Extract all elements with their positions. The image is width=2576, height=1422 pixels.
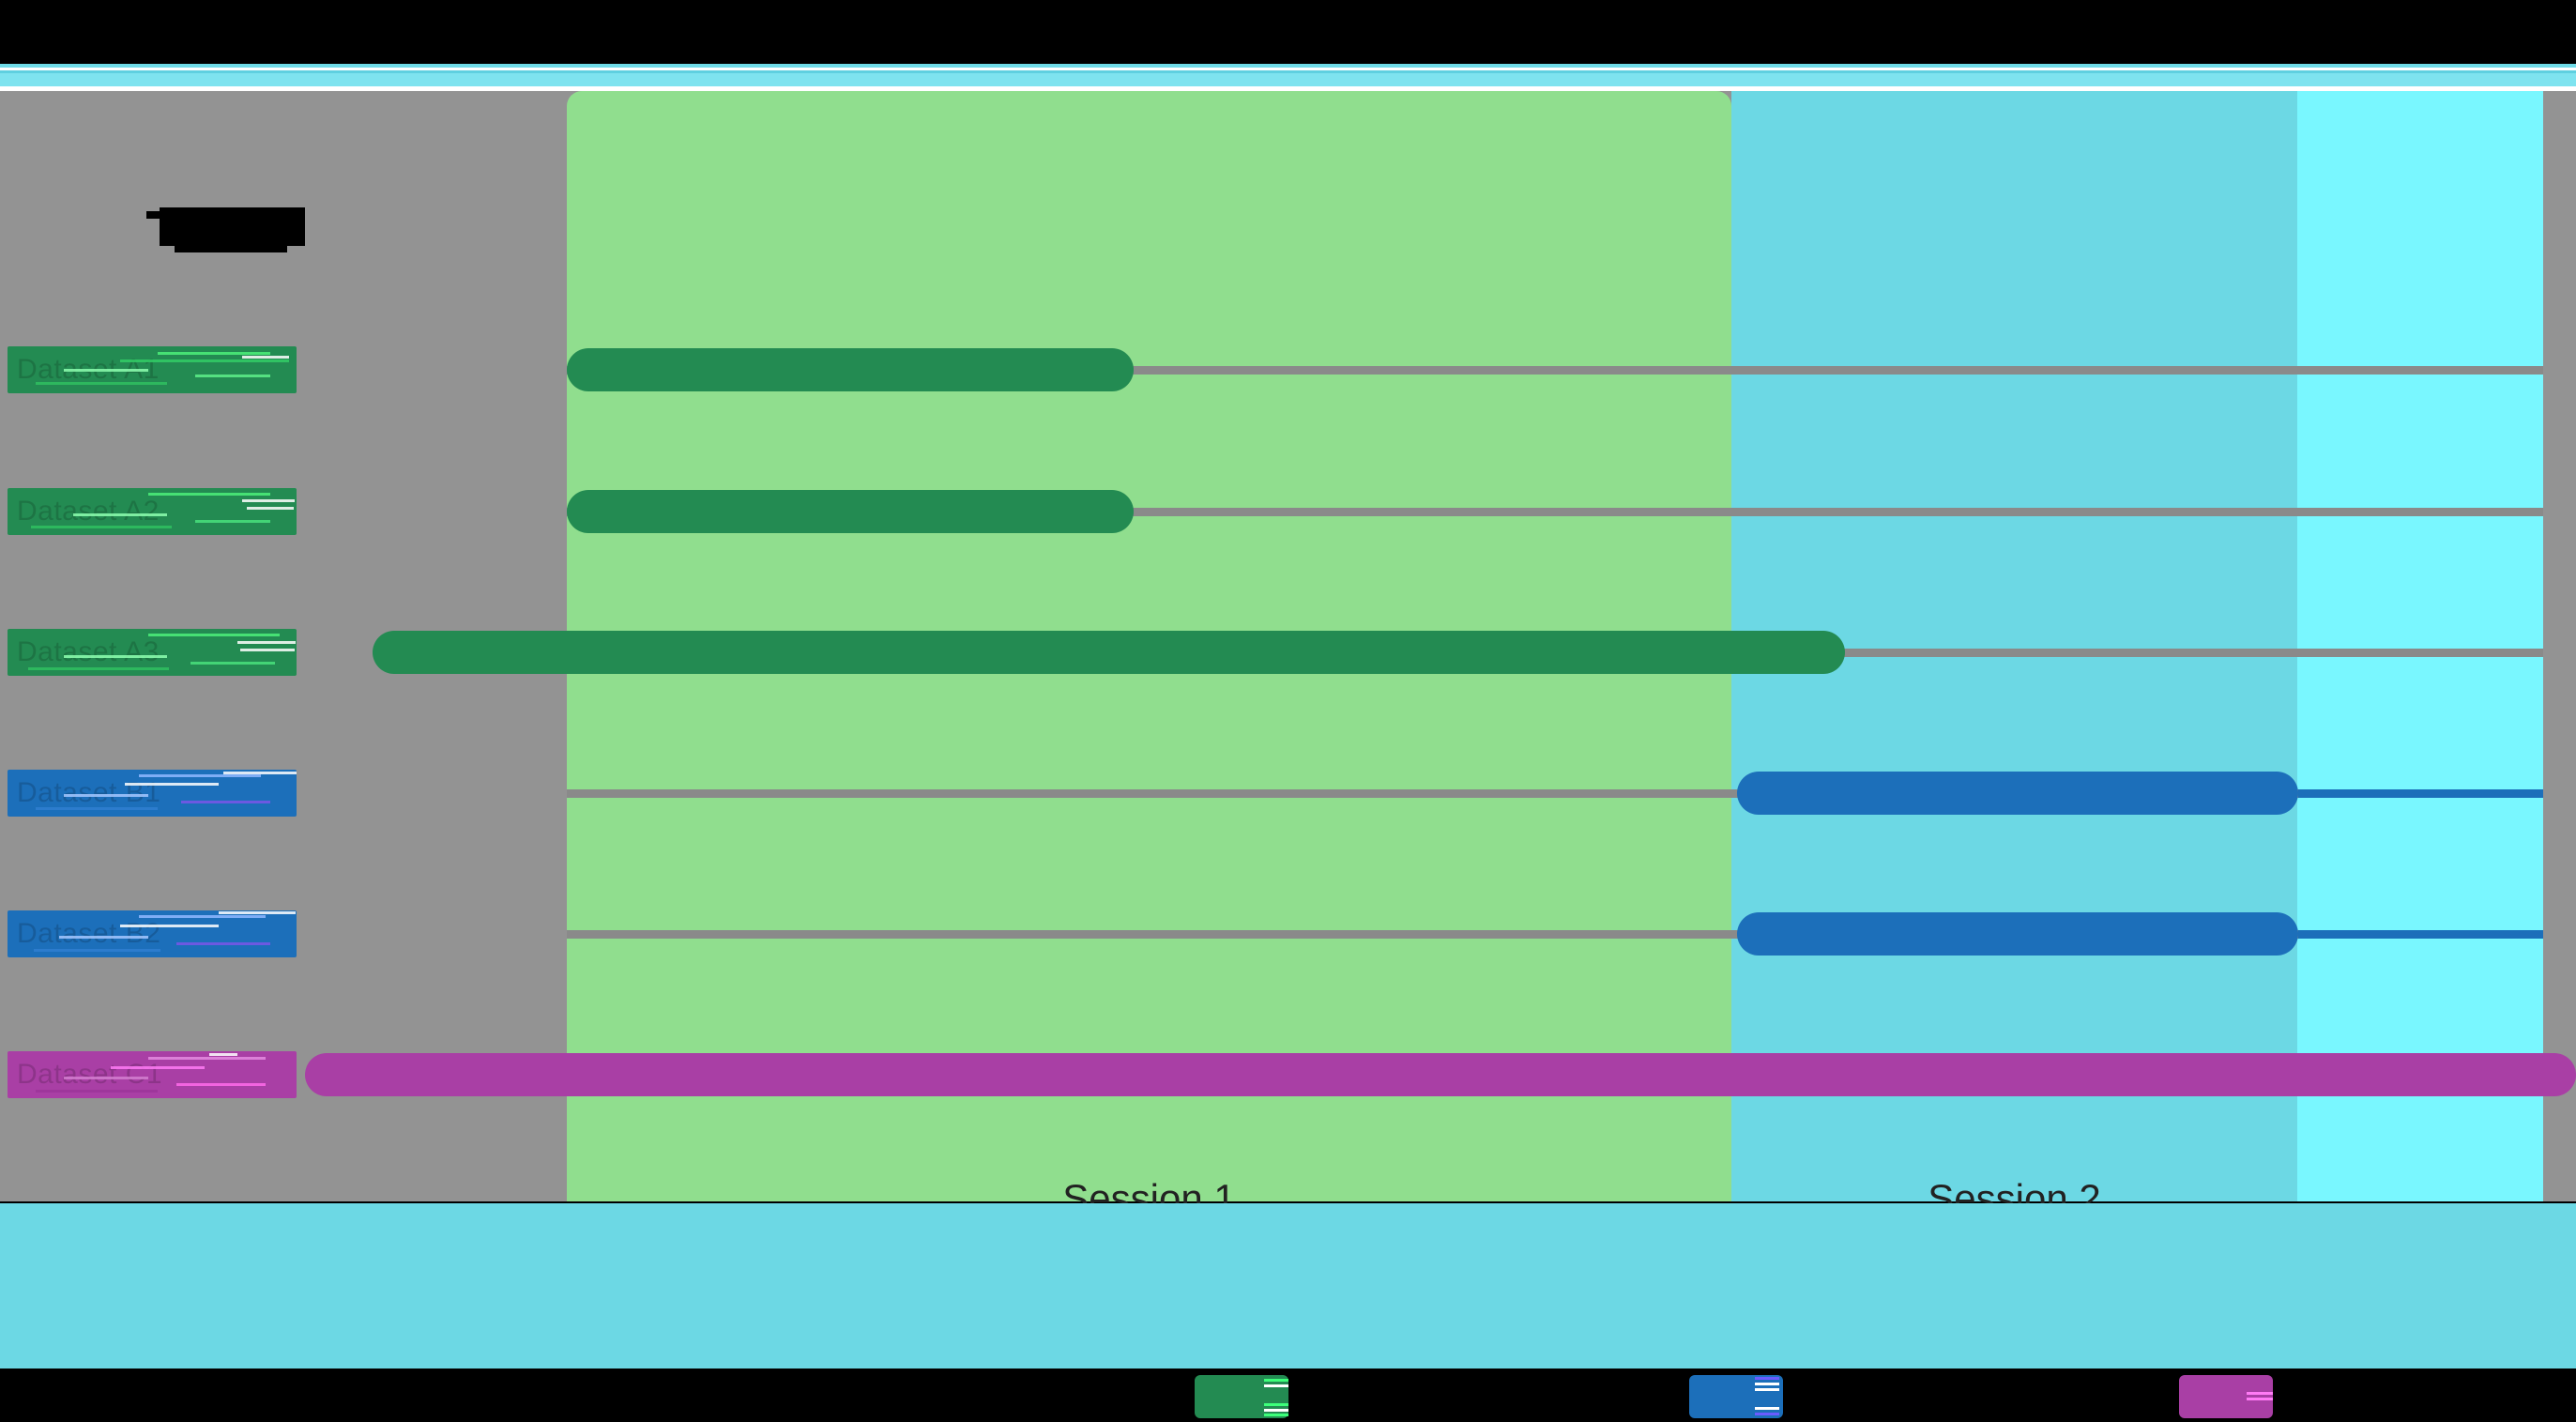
bar-dataset-a2[interactable] bbox=[567, 490, 1134, 533]
legend-item-dataset-c[interactable] bbox=[2179, 1371, 2273, 1422]
bar-dataset-c1[interactable] bbox=[305, 1053, 2576, 1096]
top-accent-rule-2 bbox=[0, 68, 2576, 70]
legend-swatch-blue bbox=[1689, 1375, 1762, 1418]
legend-item-dataset-a[interactable] bbox=[1195, 1371, 1288, 1422]
legend-swatch-magenta-fragment bbox=[2247, 1375, 2273, 1418]
bottom-panel bbox=[0, 1203, 2576, 1368]
top-accent-rule-3 bbox=[0, 70, 2576, 73]
legend-swatch-magenta bbox=[2179, 1375, 2252, 1418]
top-chrome-bar bbox=[0, 0, 2576, 64]
top-accent-rule-1 bbox=[0, 64, 2576, 68]
bar-dataset-b2[interactable] bbox=[1737, 912, 2298, 956]
row-label-text: Dataset C1 bbox=[17, 1059, 163, 1090]
legend-swatch-blue-fragment bbox=[1757, 1375, 1783, 1418]
chart-title-redaction-2 bbox=[146, 211, 160, 219]
legend-swatch-green bbox=[1195, 1375, 1268, 1418]
chart-title-redaction bbox=[160, 207, 305, 246]
top-accent-rule-4 bbox=[0, 73, 2576, 86]
row-label-dataset-c1[interactable]: Dataset C1 bbox=[8, 1051, 297, 1098]
chart-title-redaction-3 bbox=[175, 246, 287, 252]
gridline-row-4 bbox=[567, 789, 2543, 798]
session-band-3 bbox=[2297, 91, 2543, 1201]
row-label-text: Dataset B2 bbox=[17, 918, 161, 949]
bar-dataset-a3[interactable] bbox=[373, 631, 1845, 674]
bar-tail-row-3 bbox=[1845, 649, 2543, 657]
row-label-dataset-b2[interactable]: Dataset B2 bbox=[8, 910, 297, 957]
bar-tail-row-4 bbox=[2298, 789, 2543, 798]
row-label-text: Dataset A2 bbox=[17, 496, 160, 527]
legend-item-dataset-b[interactable] bbox=[1689, 1371, 1783, 1422]
bar-tail-row-1 bbox=[1134, 366, 1725, 375]
bar-tail-row-2 bbox=[1134, 508, 1725, 516]
row-label-text: Dataset B1 bbox=[17, 777, 161, 808]
row-label-text: Dataset A3 bbox=[17, 636, 160, 667]
row-label-dataset-a2[interactable]: Dataset A2 bbox=[8, 488, 297, 535]
row-label-dataset-b1[interactable]: Dataset B1 bbox=[8, 770, 297, 817]
bar-dataset-b1[interactable] bbox=[1737, 772, 2298, 815]
gridline-row-5 bbox=[567, 930, 2543, 939]
top-accent-rule-5 bbox=[0, 86, 2576, 91]
row-label-dataset-a3[interactable]: Dataset A3 bbox=[8, 629, 297, 676]
bar-dataset-a1[interactable] bbox=[567, 348, 1134, 391]
bar-tail-row-5 bbox=[2298, 930, 2543, 939]
right-margin bbox=[2543, 91, 2576, 1201]
row-label-dataset-a1[interactable]: Dataset A1 bbox=[8, 346, 297, 393]
chart-frame: Dataset A1 Dataset A2 Dataset A3 Dataset bbox=[0, 91, 2576, 1292]
